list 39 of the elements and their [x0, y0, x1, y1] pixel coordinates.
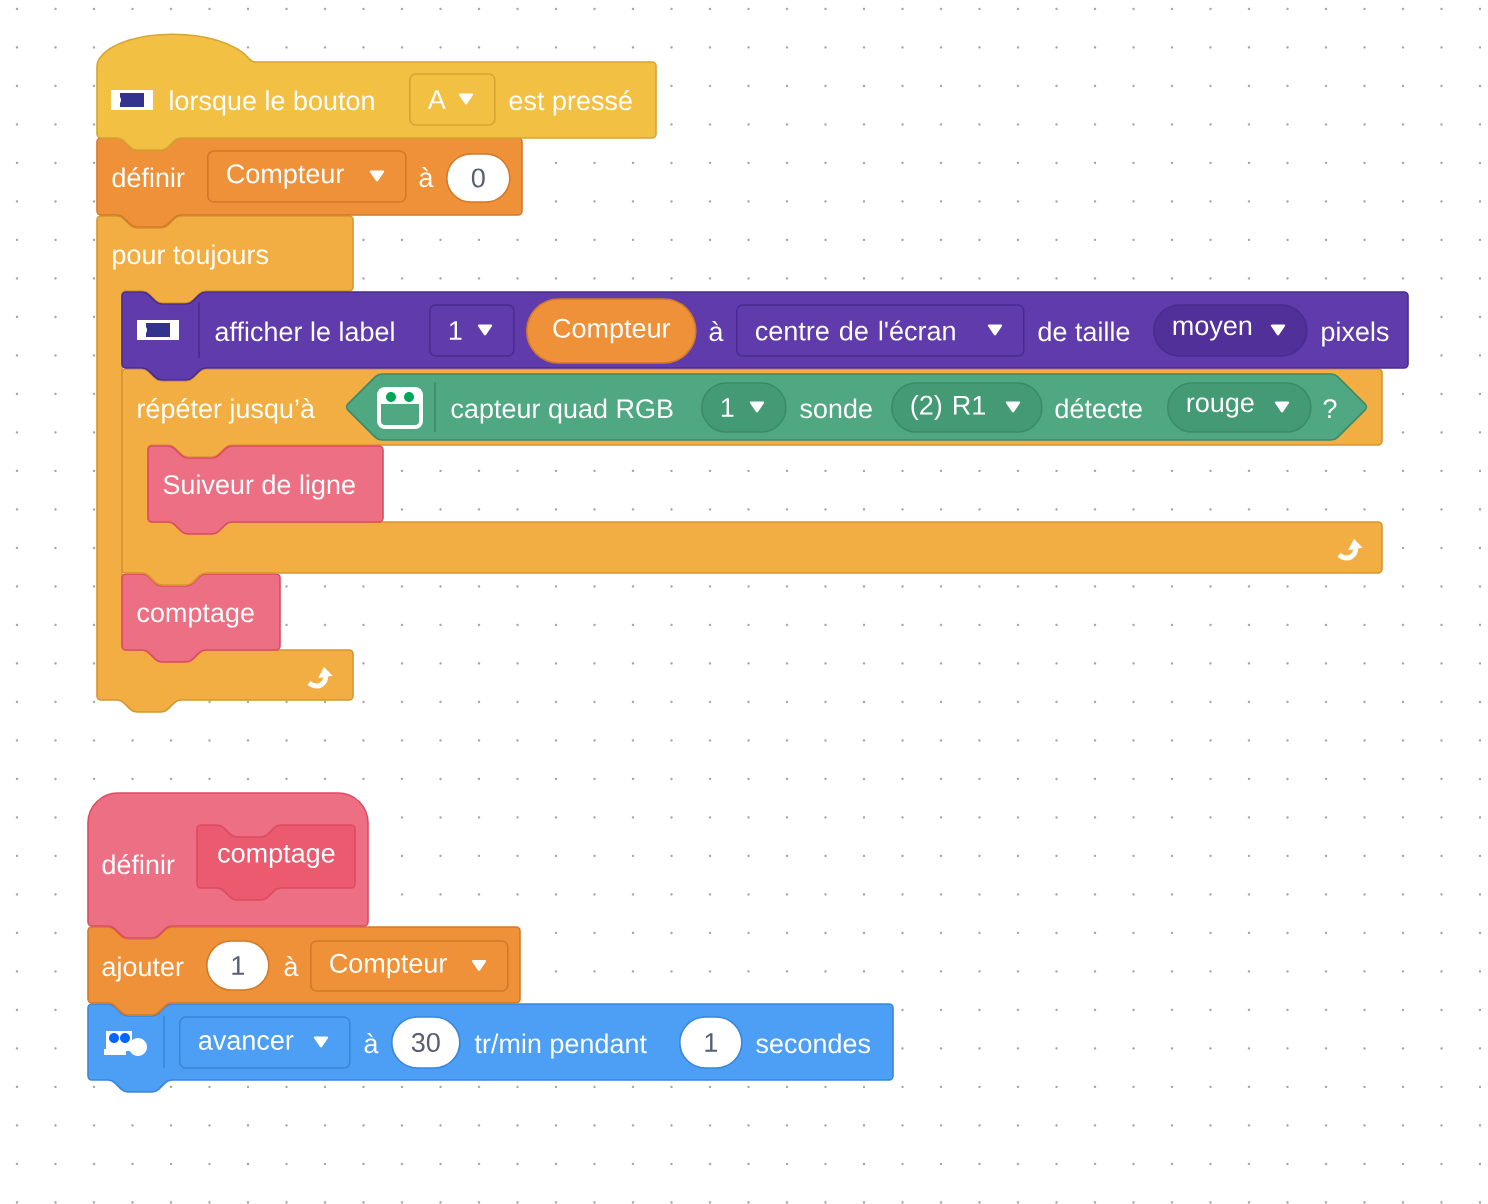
block-label: capteur quad RGB — [451, 398, 673, 424]
block-label: à — [284, 956, 299, 977]
command-block — [147, 445, 384, 535]
block-label: lorsque le bouton — [170, 90, 374, 116]
dropdown-field: Compteur — [207, 150, 407, 203]
dropdown-field: avancer — [179, 1016, 351, 1069]
dropdown-field: rouge — [1167, 382, 1312, 433]
block-label: à — [364, 1033, 379, 1054]
block-label: définir — [102, 854, 175, 875]
event-hat-block — [96, 33, 657, 151]
number-input: 1 — [206, 940, 270, 991]
dropdown-field: 1 — [429, 304, 515, 357]
dropdown-field: (2) R1 — [891, 382, 1043, 433]
block-label: détecte — [1055, 398, 1142, 419]
block-label: comptage — [137, 604, 254, 628]
command-block — [121, 573, 281, 663]
dropdown-field: A — [409, 73, 496, 126]
block-label: ? — [1323, 399, 1337, 418]
number-input: 30 — [391, 1016, 461, 1069]
block-label: secondes — [756, 1033, 870, 1054]
block-label: définir — [112, 167, 185, 188]
block-label: ajouter — [102, 956, 184, 982]
dropdown-field: Compteur — [310, 940, 509, 992]
block-label: répéter jusqu’à — [138, 398, 315, 424]
variable-reporter: Compteur — [526, 298, 697, 364]
number-input: 1 — [679, 1016, 743, 1069]
block-label: afficher le label — [215, 321, 394, 342]
block-label: pixels — [1322, 321, 1389, 347]
block-label: tr/min pendant — [474, 1033, 647, 1059]
block-label: sonde — [800, 398, 872, 419]
block-label: à — [419, 167, 434, 188]
block-label: de taille — [1038, 321, 1130, 342]
dropdown-field: moyen — [1153, 304, 1308, 357]
block-label: Suiveur de ligne — [163, 474, 355, 500]
custom-block: comptage — [196, 824, 356, 901]
block-label: pour toujours — [113, 244, 268, 270]
block-label: est pressé — [509, 90, 632, 116]
block-label: à — [709, 321, 724, 342]
dropdown-field: centre de l'écran — [736, 304, 1025, 357]
